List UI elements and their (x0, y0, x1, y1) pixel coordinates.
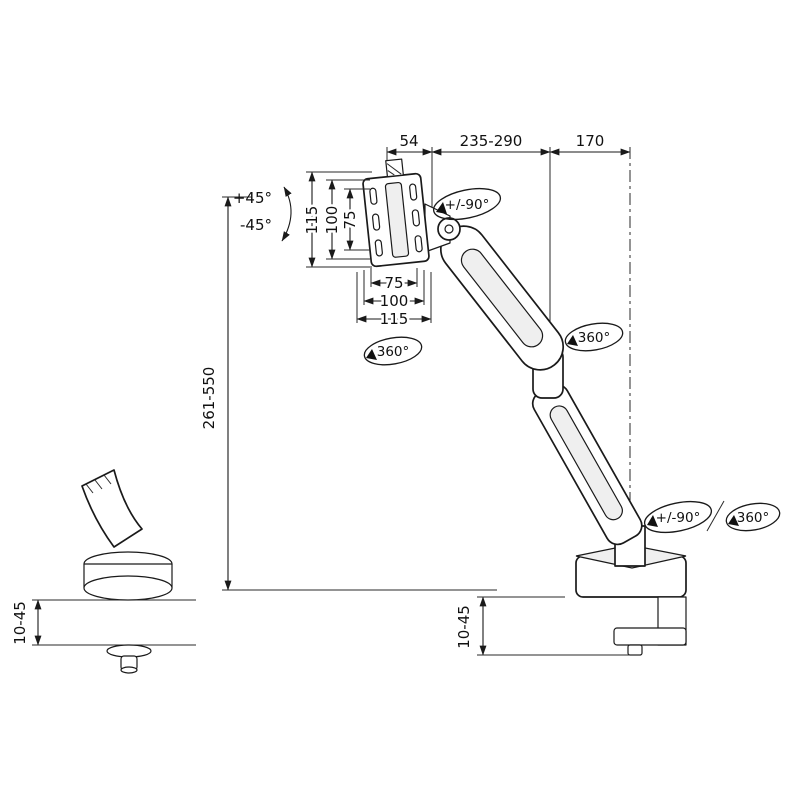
ball-joint (424, 203, 461, 253)
arm-rotate-ellipse (564, 322, 624, 352)
dim-tilt-down: -45° (240, 216, 272, 234)
dimension-labels: 54 235-290 170 +45° -45° 115 100 75 75 1… (11, 132, 604, 649)
base-rotate-arrow-icon (728, 515, 739, 526)
dim-plate-h-100: 100 (323, 206, 341, 235)
head-swivel-arrow-icon (436, 202, 447, 214)
upper-arm (439, 225, 565, 371)
rot-base-swivel: +/-90° (656, 510, 701, 526)
vesa-top-clip (385, 158, 404, 178)
dim-rear-arm: 170 (576, 132, 605, 150)
vesa-plate (362, 158, 430, 268)
dim-plate-w-75: 75 (384, 274, 403, 292)
dim-plate-h-115: 115 (303, 206, 321, 235)
rot-head-rotate: 360° (377, 344, 410, 360)
dim-clamp-left: 10-45 (11, 601, 29, 645)
dim-plate-w-100: 100 (380, 292, 409, 310)
head-rotate-arrow-icon (366, 349, 377, 360)
dim-arm-reach: 235-290 (460, 132, 523, 150)
dim-plate-h-75: 75 (341, 210, 359, 229)
dim-tilt-up: +45° (233, 189, 272, 207)
head-swivel-ellipse (432, 187, 502, 221)
clamp-detail-view (56, 469, 196, 674)
monitor-arm-drawing (362, 158, 687, 656)
separator-slash (706, 500, 725, 532)
arm-rotate-arrow-icon (567, 335, 578, 346)
dim-plate-w-115: 115 (380, 310, 409, 328)
dim-head-depth: 54 (399, 132, 418, 150)
dim-height-range: 261-550 (200, 367, 218, 430)
head-rotate-ellipse (363, 336, 423, 366)
rotation-indicators (363, 187, 781, 534)
dimension-lines (32, 148, 640, 656)
lower-arm (531, 383, 643, 546)
rot-head-swivel: +/-90° (445, 197, 490, 213)
dim-clamp-right: 10-45 (455, 605, 473, 649)
rot-arm-rotate: 360° (578, 330, 611, 346)
base-rotate-ellipse (725, 502, 781, 532)
rotation-labels: +/-90° 360° 360° +/-90° 360° (377, 197, 770, 526)
base-swivel-arrow-icon (647, 515, 658, 527)
rot-base-rotate: 360° (737, 510, 770, 526)
base-swivel-ellipse (643, 500, 713, 534)
